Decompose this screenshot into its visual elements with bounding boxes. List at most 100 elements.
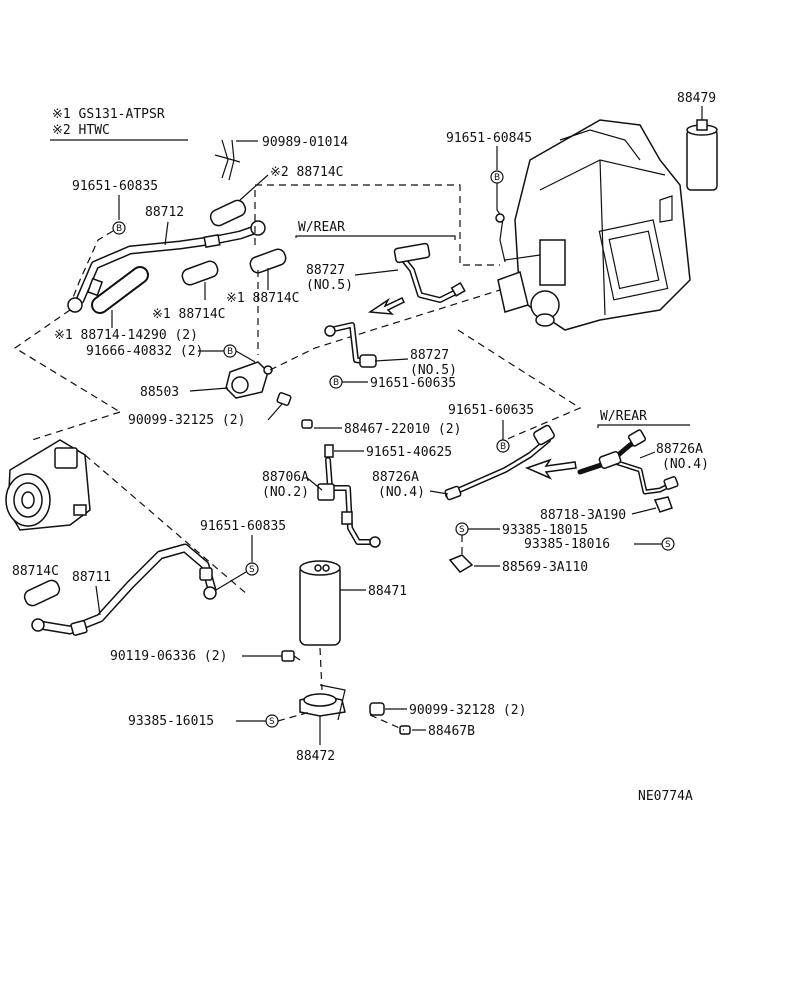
bolt-marker: B — [329, 375, 343, 389]
label-93385-18016: 93385-18016 — [524, 537, 610, 552]
leader-88726a-a — [429, 490, 449, 495]
evaporator-unit — [497, 119, 691, 331]
pipe-88706a — [317, 457, 381, 548]
label-91666: 91666-40832 (2) — [86, 344, 203, 359]
svg-text:B: B — [494, 173, 500, 183]
leader-88726a-b — [639, 451, 656, 459]
label-88467b: 88467B — [428, 724, 475, 739]
label-88727-b-no: (NO.5) — [410, 363, 457, 378]
part-91651-40625 — [324, 444, 334, 458]
wrear-right-bracket — [597, 424, 690, 428]
dash-valve-evap — [269, 289, 501, 371]
label-88718: 88718-3A190 — [540, 508, 626, 523]
seal-marker: S — [245, 562, 259, 576]
wrear-top-bracket — [295, 235, 456, 240]
note-1: ※1 GS131-ATPSR — [52, 107, 165, 122]
dash-compressor — [31, 411, 121, 441]
label-88711: 88711 — [72, 570, 111, 585]
part-88714c-1b — [249, 248, 287, 274]
label-88726a-b: 88726A — [656, 442, 703, 457]
dash-frame-left — [13, 309, 121, 413]
part-88714c-left — [23, 579, 61, 607]
bolt — [495, 213, 505, 223]
label-88726a-a-no: (NO.4) — [378, 485, 425, 500]
svg-text:B: B — [500, 442, 506, 452]
dash-right — [457, 329, 582, 441]
label-93385-18015: 93385-18015 — [502, 523, 588, 538]
leader-seal — [215, 571, 247, 591]
label-88467-22010: 88467-22010 (2) — [344, 422, 461, 437]
label-88714c-1a: ※1 88714C — [152, 307, 226, 322]
svg-text:S: S — [459, 525, 465, 535]
dash-line — [69, 230, 114, 306]
part-88714c-upper — [209, 199, 247, 227]
part-90099-32128 — [369, 702, 385, 716]
part-90099-32125 — [276, 392, 292, 406]
label-88472: 88472 — [296, 749, 335, 764]
dash-88467b — [369, 714, 405, 731]
label-88479: 88479 — [677, 91, 716, 106]
leader-88718 — [631, 507, 657, 515]
hose-88711 — [31, 543, 217, 636]
note-2: ※2 HTWC — [52, 123, 110, 138]
label-88471: 88471 — [368, 584, 407, 599]
part-88503 — [225, 361, 273, 399]
leader-88714c-2 — [239, 174, 269, 201]
part-88467-22010 — [301, 419, 313, 429]
svg-text:B: B — [333, 378, 339, 388]
label-90099-32128: 90099-32128 (2) — [409, 703, 526, 718]
leader-88706a — [305, 476, 323, 491]
label-88712: 88712 — [145, 205, 184, 220]
leader-88727-a — [354, 269, 399, 276]
bolt-marker: B — [496, 439, 510, 453]
part-88479 — [686, 106, 718, 191]
label-88714-14290: ※1 88714-14290 (2) — [54, 328, 198, 343]
label-90119: 90119-06336 (2) — [110, 649, 227, 664]
label-88714c-2: ※2 88714C — [270, 165, 344, 180]
label-90099-32125: 90099-32125 (2) — [128, 413, 245, 428]
hose-88714-14290 — [91, 266, 149, 314]
figure-code: NE0774A — [638, 789, 693, 804]
label-88727-b: 88727 — [410, 348, 449, 363]
dash-88471 — [319, 647, 323, 691]
part-88569 — [448, 554, 474, 573]
compressor — [5, 439, 91, 531]
pipe-88726a-main — [444, 424, 555, 501]
label-93385-16015: 93385-16015 — [128, 714, 214, 729]
label-88714c-1b: ※1 88714C — [226, 291, 300, 306]
svg-text:B: B — [227, 347, 233, 357]
part-88472 — [299, 684, 346, 721]
svg-text:S: S — [665, 540, 671, 550]
label-88503: 88503 — [140, 385, 179, 400]
label-88726a-b-no: (NO.4) — [662, 457, 709, 472]
pipe-88727-lower — [324, 322, 377, 368]
leader-88711 — [95, 585, 101, 616]
seal-marker: S — [455, 522, 469, 536]
part-88471 — [299, 560, 341, 646]
label-88569: 88569-3A110 — [502, 560, 588, 575]
part-90989 — [214, 139, 241, 181]
label-88727-a: 88727 — [306, 263, 345, 278]
seal-marker: S — [265, 714, 279, 728]
leader-88727-b — [374, 358, 409, 362]
leader-90099-32125 — [267, 403, 283, 421]
svg-text:S: S — [269, 717, 275, 727]
seal-marker: S — [661, 537, 675, 551]
label-91651-60845: 91651-60845 — [446, 131, 532, 146]
svg-text:B: B — [116, 224, 122, 234]
part-90119 — [281, 650, 301, 662]
label-91651-60835-top: 91651-60835 — [72, 179, 158, 194]
dash-93385 — [277, 711, 311, 722]
leader-91666-b — [235, 350, 256, 363]
label-88706a-no: (NO.2) — [262, 485, 309, 500]
label-91651-40625: 91651-40625 — [366, 445, 452, 460]
label-88727-a-no: (NO.5) — [306, 278, 353, 293]
label-wrear-right: W/REAR — [600, 409, 647, 424]
label-91651-60635-a: 91651-60635 — [370, 376, 456, 391]
dash-frame-top — [254, 184, 500, 266]
pipe-88727-upper — [393, 242, 466, 303]
label-88714c-left: 88714C — [12, 564, 59, 579]
bolt-marker: B — [112, 221, 126, 235]
label-wrear-top: W/REAR — [298, 220, 345, 235]
